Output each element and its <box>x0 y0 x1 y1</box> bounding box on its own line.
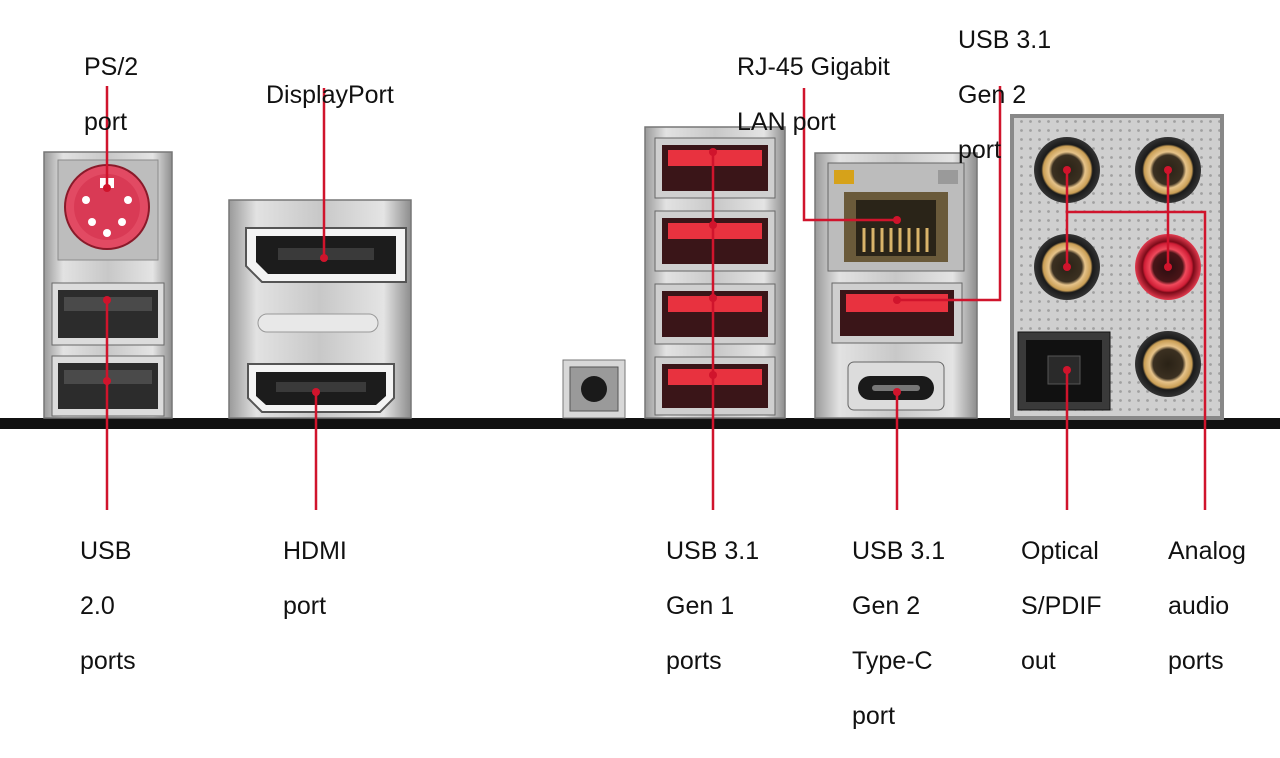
usb31-typec-port-icon <box>847 361 945 411</box>
label-usb31-gen2-line2: Gen 2 <box>958 80 1027 109</box>
leader-usb31-gen2 <box>897 86 1002 302</box>
label-usb31-typec-line4: port <box>852 701 896 730</box>
label-ps2: PS/2 port <box>84 26 138 164</box>
label-hdmi-line2: port <box>283 591 327 620</box>
label-usb20-line2: 2.0 <box>80 591 115 620</box>
usb31-gen1-port-2-icon <box>654 210 776 272</box>
usb31-gen1-port-4-icon <box>654 356 776 416</box>
label-analog-line3: ports <box>1168 646 1224 675</box>
label-rj45: RJ-45 Gigabit LAN port <box>737 26 890 164</box>
io-panel-illustration <box>0 86 1280 510</box>
label-rj45-line2: LAN port <box>737 107 836 136</box>
label-hdmi: HDMI port <box>283 510 347 648</box>
leader-lines <box>105 86 1207 510</box>
usb31-gen2-port-icon <box>831 282 963 344</box>
label-usb31-typec-line3: Type-C <box>852 646 933 675</box>
io-panel-diagram: PS/2 port DisplayPort RJ-45 Gigabit LAN … <box>0 0 1280 729</box>
io-shield-baseline <box>0 418 1280 429</box>
label-analog-line2: audio <box>1168 591 1230 620</box>
label-usb31-gen1-line3: ports <box>666 646 722 675</box>
label-displayport: DisplayPort <box>266 54 394 137</box>
label-hdmi-line1: HDMI <box>283 536 347 565</box>
label-usb31-typec-line1: USB 3.1 <box>852 536 946 565</box>
lan-usb-block <box>814 152 978 419</box>
audio-jack-icon <box>1135 331 1201 397</box>
label-usb31-gen2: USB 3.1 Gen 2 port <box>958 0 1051 192</box>
ps2-port-icon <box>64 164 150 250</box>
leader-dots <box>103 148 1172 396</box>
label-optical: Optical S/PDIF out <box>1021 510 1102 703</box>
label-usb31-typec: USB 3.1 Gen 2 Type-C port <box>852 510 945 758</box>
label-usb31-gen1-line2: Gen 1 <box>666 591 735 620</box>
label-ps2-line1: PS/2 <box>84 52 139 81</box>
label-optical-line3: out <box>1021 646 1056 675</box>
hdmi-port-icon <box>247 363 395 413</box>
clear-cmos-button-icon <box>562 359 626 419</box>
label-rj45-line1: RJ-45 Gigabit <box>737 52 890 81</box>
label-optical-line2: S/PDIF <box>1021 591 1102 620</box>
label-usb31-gen2-line3: port <box>958 135 1002 164</box>
label-optical-line1: Optical <box>1021 536 1099 565</box>
label-usb31-typec-line2: Gen 2 <box>852 591 921 620</box>
label-usb31-gen1-line1: USB 3.1 <box>666 536 760 565</box>
label-usb31-gen2-line1: USB 3.1 <box>958 25 1052 54</box>
label-ps2-line2: port <box>84 107 128 136</box>
rj45-lan-port-icon <box>827 162 965 272</box>
video-ports-block <box>228 199 412 419</box>
leader-rj45 <box>802 88 897 222</box>
label-usb31-gen1: USB 3.1 Gen 1 ports <box>666 510 759 703</box>
label-analog-line1: Analog <box>1168 536 1246 565</box>
label-displayport-line1: DisplayPort <box>266 80 394 109</box>
usb31-gen1-port-3-icon <box>654 283 776 345</box>
leader-analog <box>1065 170 1207 510</box>
label-usb20-line3: ports <box>80 646 136 675</box>
label-usb20-line1: USB <box>80 536 132 565</box>
label-analog: Analog audio ports <box>1168 510 1246 703</box>
label-usb20: USB 2.0 ports <box>80 510 136 703</box>
